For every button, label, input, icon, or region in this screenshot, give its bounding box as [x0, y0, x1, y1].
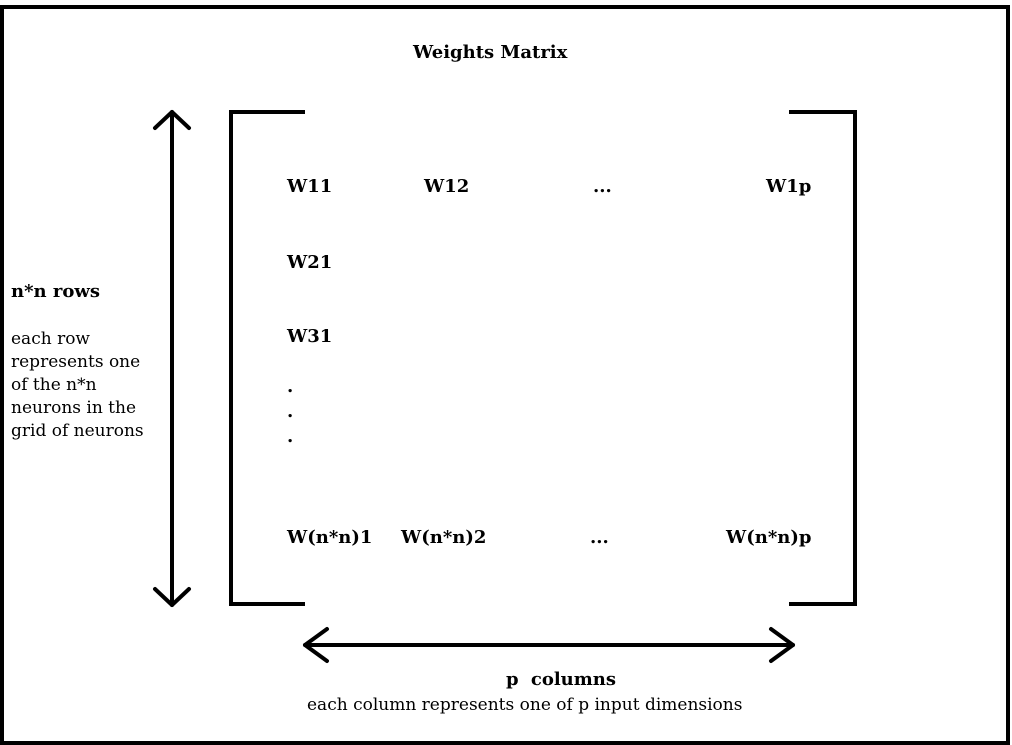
- matrix-cell-w31: W31: [287, 326, 333, 347]
- matrix-cell-wnn2: W(n*n)2: [401, 527, 487, 548]
- matrix-vdot-1: .: [287, 376, 294, 397]
- diagram-title: Weights Matrix: [413, 42, 568, 63]
- diagram-frame: [0, 5, 1010, 745]
- matrix-vdot-3: .: [287, 426, 294, 447]
- right-bracket: [789, 110, 857, 606]
- left-bracket: [229, 110, 305, 606]
- matrix-cell-wnn1: W(n*n)1: [287, 527, 373, 548]
- matrix-cell-w12: W12: [424, 176, 470, 197]
- horizontal-double-arrow: [303, 627, 795, 663]
- matrix-cell-w21: W21: [287, 252, 333, 273]
- matrix-cell-wnnp: W(n*n)p: [726, 527, 812, 548]
- matrix-cell-last-row-ellipsis: ...: [590, 527, 609, 548]
- rows-label-title: n*n rows: [11, 281, 100, 302]
- matrix-vdot-2: .: [287, 401, 294, 422]
- columns-label-title: p columns: [506, 669, 617, 690]
- vertical-double-arrow: [153, 110, 191, 607]
- matrix-cell-w1p: W1p: [766, 176, 812, 197]
- columns-label-description: each column represents one of p input di…: [307, 695, 743, 715]
- matrix-cell-row1-ellipsis: ...: [593, 176, 612, 197]
- rows-label-description: each row represents one of the n*n neuro…: [11, 329, 144, 441]
- matrix-cell-w11: W11: [287, 176, 333, 197]
